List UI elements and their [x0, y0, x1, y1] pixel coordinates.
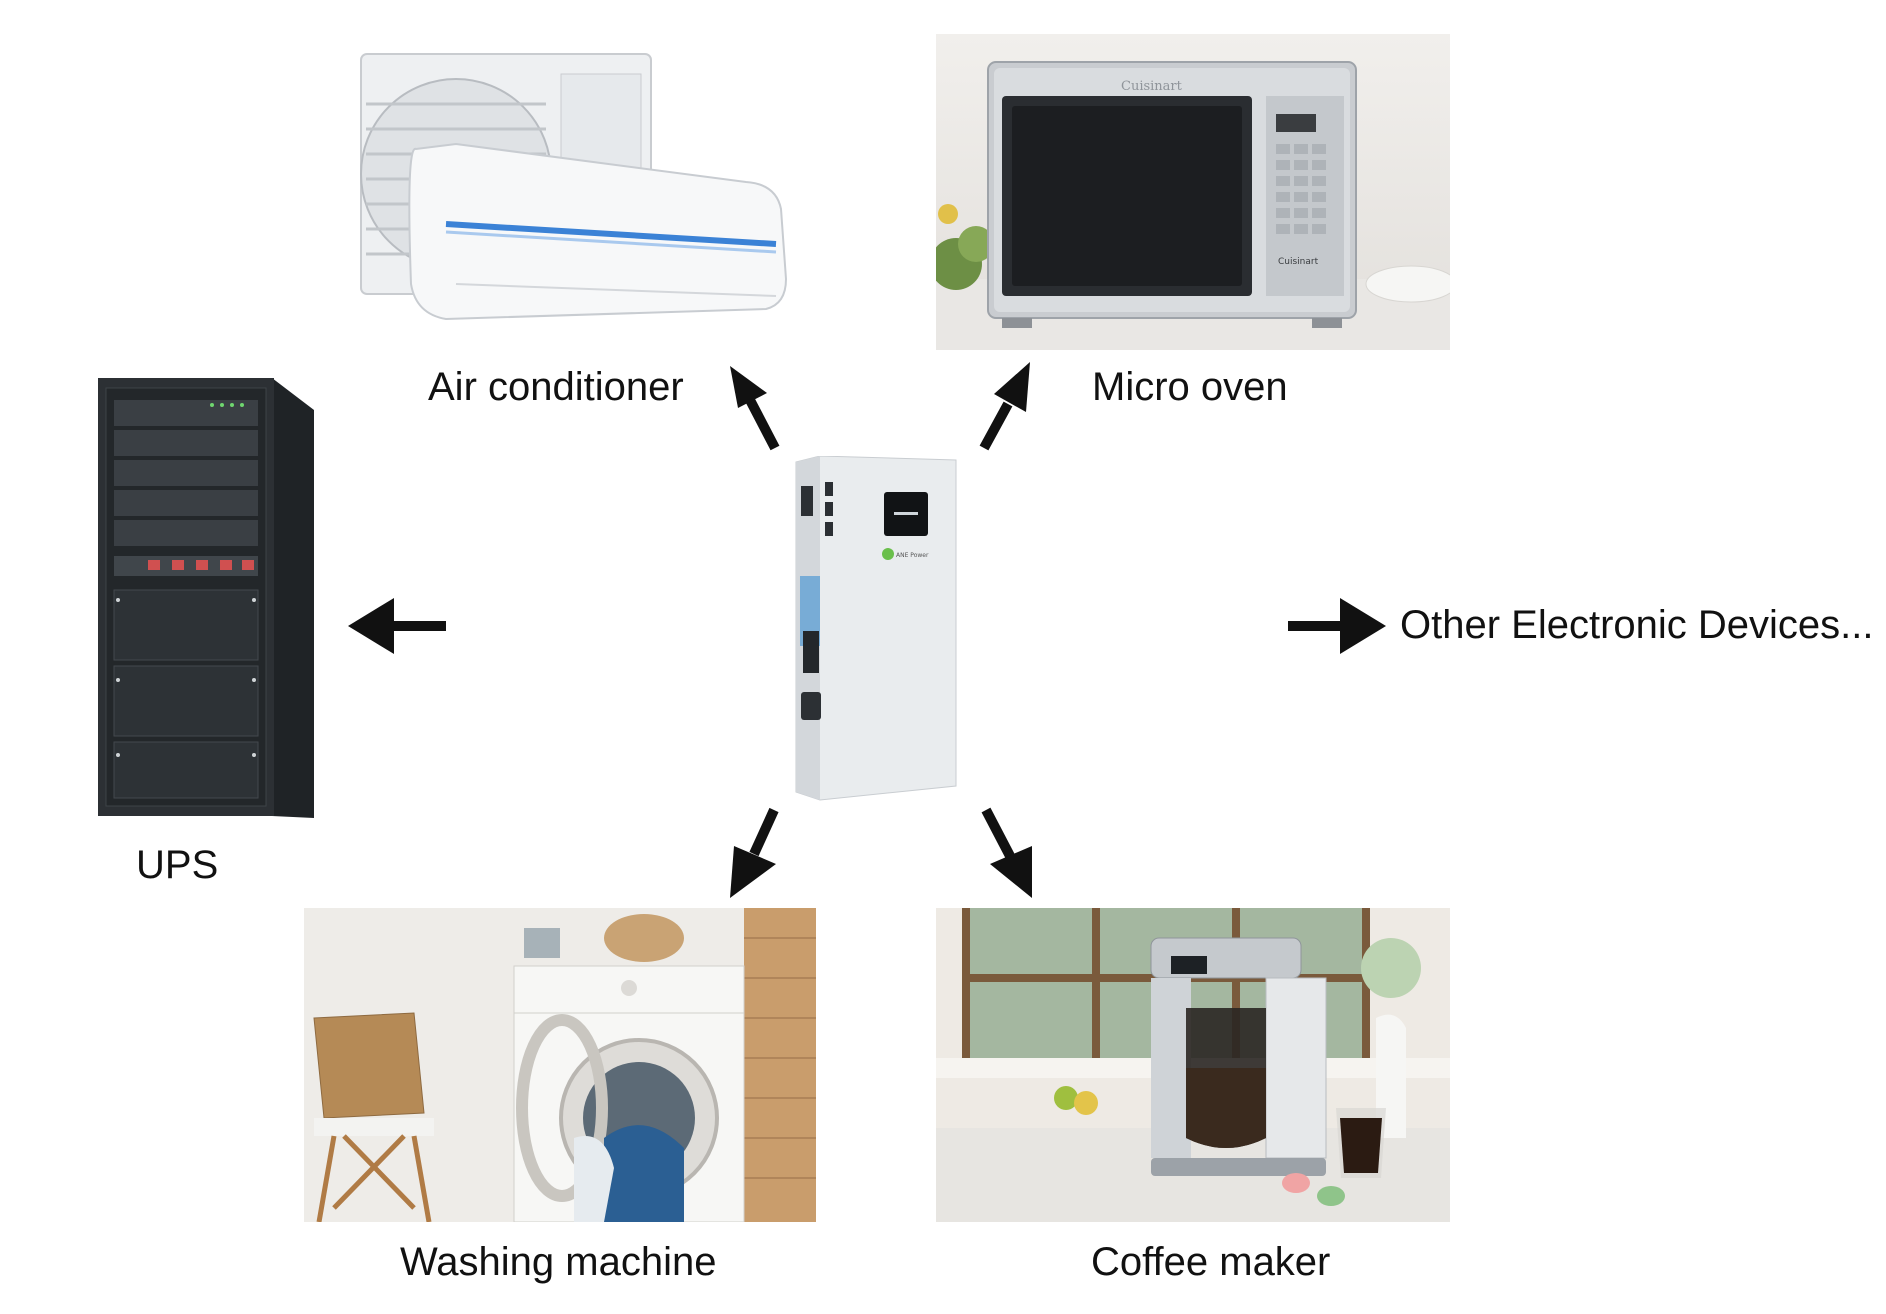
air-conditioner-label: Air conditioner: [428, 365, 684, 409]
arrow-to-ups: [348, 598, 446, 654]
ups-label: UPS: [136, 843, 219, 887]
air-conditioner-image: [306, 34, 816, 346]
washing-machine-image: [304, 908, 816, 1222]
oven-brand-top: Cuisinart: [1121, 79, 1183, 94]
microwave-image: Cuisinart Cuisinart: [936, 34, 1450, 350]
battery-storage-unit-image: ANE Power: [790, 456, 960, 804]
arrow-to-air-conditioner: [730, 366, 780, 451]
arrow-to-micro-oven: [979, 362, 1030, 451]
coffee-maker-label: Coffee maker: [1091, 1240, 1331, 1284]
washing-machine-label: Washing machine: [400, 1240, 717, 1284]
arrow-to-other-devices: [1288, 598, 1386, 654]
arrow-to-coffee-maker: [981, 807, 1032, 898]
coffee-maker-image: [936, 908, 1450, 1222]
micro-oven-label: Micro oven: [1092, 365, 1288, 409]
other-devices-label: Other Electronic Devices...: [1400, 603, 1874, 647]
battery-brand-label: ANE Power: [896, 552, 929, 559]
oven-brand-panel: Cuisinart: [1278, 257, 1319, 267]
ups-rack-image: [92, 370, 324, 826]
arrow-to-washing-machine: [730, 807, 779, 898]
